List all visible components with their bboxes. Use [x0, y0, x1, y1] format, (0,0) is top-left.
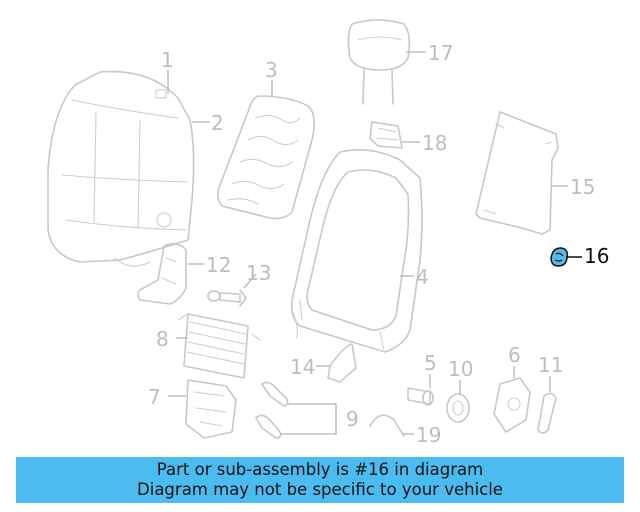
callout-15: 15 [570, 175, 595, 199]
callout-1: 1 [161, 48, 174, 72]
callout-10: 10 [448, 357, 473, 381]
callout-12: 12 [206, 253, 231, 277]
part-13-pin [207, 289, 247, 307]
callout-4: 4 [416, 265, 429, 289]
part-5-bolt [407, 387, 434, 406]
part-18-bracket [369, 121, 403, 149]
part-6-recliner [493, 377, 531, 433]
callouts: 1 2 3 17 18 15 16 4 12 13 8 7 14 5 10 6 … [148, 41, 609, 447]
part-14-trim-clip [327, 343, 357, 383]
callout-13: 13 [246, 261, 271, 285]
banner-line-2: Diagram may not be specific to your vehi… [137, 480, 503, 499]
part-19-wire [369, 414, 405, 437]
part-10-bushing [446, 393, 470, 423]
callout-5: 5 [424, 351, 437, 375]
callout-19: 19 [416, 423, 441, 447]
callout-7: 7 [148, 385, 161, 409]
part-4-seat-frame [290, 149, 423, 353]
part-11-handle [537, 392, 557, 434]
part-3-seat-pad [217, 95, 316, 220]
callout-9: 9 [346, 407, 359, 431]
part-2-seat-back-cover [47, 70, 195, 267]
part-17-headrest [347, 19, 411, 105]
part-9-cables [255, 381, 337, 439]
callout-16: 16 [584, 244, 609, 268]
callout-6: 6 [508, 343, 521, 367]
part-7-motor [185, 379, 237, 439]
callout-2: 2 [211, 111, 224, 135]
info-banner: Part or sub-assembly is #16 in diagram D… [16, 457, 624, 503]
part-16-clip [550, 247, 569, 267]
part-15-back-panel [475, 111, 559, 235]
callout-3: 3 [265, 58, 278, 82]
part-8-lumbar-support [177, 313, 261, 379]
callout-8: 8 [156, 327, 169, 351]
callout-11: 11 [538, 353, 563, 377]
leader-lines [167, 51, 582, 435]
banner-line-1: Part or sub-assembly is #16 in diagram [156, 460, 484, 479]
callout-17: 17 [428, 41, 453, 65]
callout-18: 18 [422, 131, 447, 155]
callout-14: 14 [290, 355, 315, 379]
part-12-side-trim [137, 242, 187, 305]
